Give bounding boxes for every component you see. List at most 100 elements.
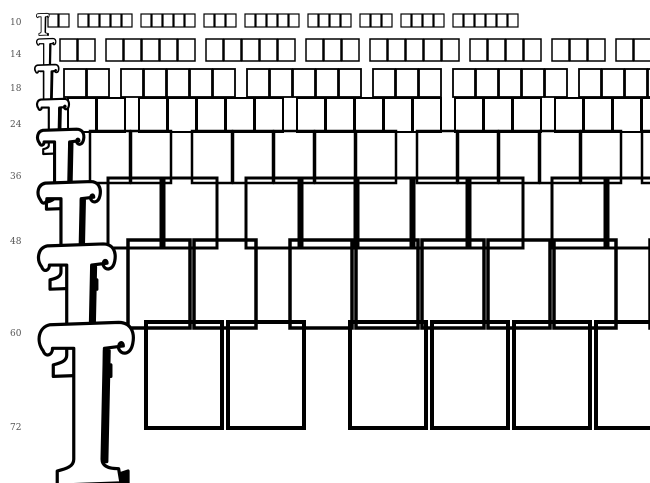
missing-glyph-box [129, 129, 173, 185]
missing-glyph-box [189, 68, 213, 98]
missing-glyph-box [241, 38, 260, 62]
missing-glyph-box [354, 129, 398, 185]
missing-glyph-box [415, 129, 459, 185]
missing-glyph-box [523, 38, 542, 62]
missing-glyph-box [244, 176, 301, 250]
missing-glyph-box [463, 13, 475, 28]
missing-glyph-box [624, 68, 648, 98]
missing-glyph-box [244, 13, 256, 28]
missing-glyph-box [313, 129, 357, 185]
missing-glyph-box [329, 13, 341, 28]
missing-glyph-box [496, 13, 508, 28]
missing-glyph-box [277, 38, 296, 62]
missing-glyph-box [166, 68, 190, 98]
missing-glyph-box [615, 38, 634, 62]
size-label-48: 48 [10, 237, 22, 247]
missing-glyph-box [412, 97, 442, 133]
missing-glyph-box [405, 38, 424, 62]
missing-glyph-box [544, 68, 568, 98]
missing-glyph-box [254, 97, 284, 133]
missing-glyph-box [370, 13, 382, 28]
missing-glyph-box [433, 13, 445, 28]
size-label-24: 24 [10, 120, 22, 130]
missing-glyph-box [162, 13, 174, 28]
missing-glyph-box [300, 176, 357, 250]
missing-glyph-box [138, 97, 168, 133]
missing-glyph-box [411, 13, 423, 28]
missing-glyph-box [173, 13, 185, 28]
missing-glyph-box [340, 13, 352, 28]
missing-glyph-box [296, 97, 326, 133]
missing-glyph-box [454, 97, 484, 133]
missing-glyph-box [266, 13, 278, 28]
missing-glyph-box [587, 38, 606, 62]
missing-glyph-box [106, 176, 163, 250]
missing-glyph-box [305, 38, 324, 62]
missing-glyph-box [272, 129, 316, 185]
missing-glyph-box [647, 68, 650, 98]
missing-glyph-box [123, 38, 142, 62]
missing-glyph-box [601, 68, 625, 98]
missing-glyph-box [395, 68, 419, 98]
missing-glyph-box [633, 38, 650, 62]
size-label-60: 60 [10, 329, 22, 339]
missing-glyph-box [225, 97, 255, 133]
missing-glyph-box [507, 13, 519, 28]
missing-glyph-box [77, 13, 89, 28]
missing-glyph-box [483, 97, 513, 133]
missing-glyph-box [430, 320, 510, 430]
missing-glyph-box [141, 38, 160, 62]
missing-glyph-box [550, 176, 607, 250]
missing-glyph-box [452, 13, 464, 28]
missing-glyph-box [177, 38, 196, 62]
missing-glyph-box [551, 38, 570, 62]
missing-glyph-box [255, 13, 267, 28]
missing-glyph-box [126, 238, 192, 330]
missing-glyph-box [583, 97, 613, 133]
missing-glyph-box [512, 97, 542, 133]
missing-glyph-box [67, 97, 97, 133]
missing-glyph-box [315, 68, 339, 98]
missing-glyph-box [259, 38, 278, 62]
missing-glyph-box [641, 97, 650, 133]
missing-glyph-box [323, 38, 342, 62]
missing-glyph-box [497, 129, 541, 185]
missing-glyph-box [420, 238, 486, 330]
missing-glyph-box [485, 13, 497, 28]
missing-glyph-box [88, 13, 100, 28]
missing-glyph-box [143, 68, 167, 98]
missing-glyph-box [441, 38, 460, 62]
missing-glyph-box [47, 13, 59, 28]
missing-glyph-box [196, 97, 226, 133]
missing-glyph-box [348, 320, 428, 430]
missing-glyph-box [552, 238, 618, 330]
size-label-10: 10 [10, 18, 22, 28]
missing-glyph-box [167, 97, 197, 133]
missing-glyph-box [269, 68, 293, 98]
missing-glyph-box [205, 38, 224, 62]
missing-glyph-box [277, 13, 289, 28]
size-label-36: 36 [10, 172, 22, 182]
missing-glyph-box [140, 13, 152, 28]
missing-glyph-box [612, 97, 642, 133]
missing-glyph-box [594, 320, 650, 430]
missing-glyph-box [212, 68, 236, 98]
missing-glyph-box [486, 238, 552, 330]
size-label-72: 72 [10, 423, 22, 433]
missing-glyph-box [144, 320, 224, 430]
missing-glyph-box [88, 129, 132, 185]
missing-glyph-box [452, 68, 476, 98]
missing-glyph-box [105, 38, 124, 62]
missing-glyph-box [354, 97, 384, 133]
missing-glyph-box [86, 68, 110, 98]
missing-glyph-box [162, 176, 219, 250]
missing-glyph-box [58, 13, 70, 28]
missing-glyph-box [226, 320, 306, 430]
missing-glyph-box [223, 38, 242, 62]
missing-glyph-box [418, 68, 442, 98]
missing-glyph-box [400, 13, 412, 28]
missing-glyph-box [422, 13, 434, 28]
missing-glyph-box [381, 13, 393, 28]
missing-glyph-box [505, 38, 524, 62]
